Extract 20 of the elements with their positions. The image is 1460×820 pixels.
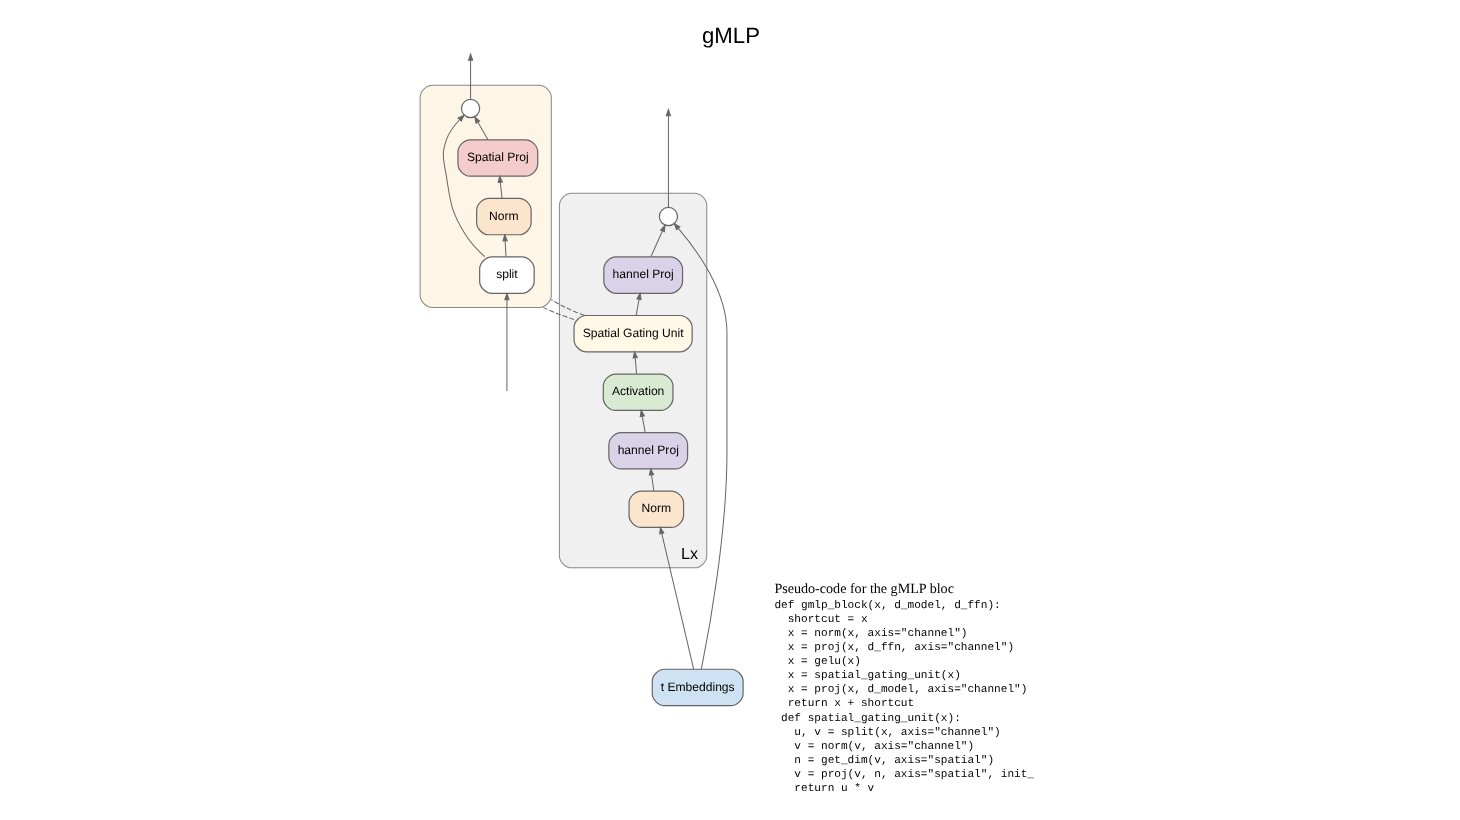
arrow — [647, 467, 654, 492]
connector — [549, 299, 585, 316]
arrow — [672, 222, 727, 670]
arrow — [496, 174, 503, 199]
arrow — [473, 115, 488, 141]
arrow — [441, 114, 485, 258]
arrow — [658, 526, 694, 670]
arrow — [466, 52, 473, 100]
arrow — [638, 408, 645, 433]
arrow — [503, 292, 509, 392]
arrow — [634, 291, 641, 316]
node-circle — [459, 98, 480, 119]
arrow — [501, 233, 507, 258]
diagram-title: gMLP — [701, 24, 759, 49]
arrow — [631, 350, 638, 375]
arrow — [649, 223, 665, 258]
node-circle — [657, 206, 678, 227]
connector — [541, 306, 574, 320]
cluster — [418, 84, 551, 308]
arrow — [664, 108, 671, 208]
